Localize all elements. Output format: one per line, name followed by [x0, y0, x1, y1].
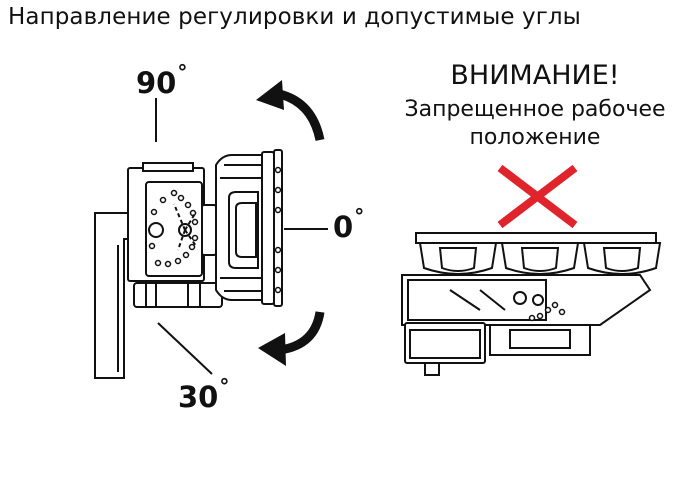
- hole: [558, 308, 566, 316]
- arrow-head: [258, 333, 286, 366]
- forbidden-cross-icon: [497, 164, 578, 229]
- hole: [188, 243, 196, 251]
- leader-line-30: [157, 322, 213, 375]
- hole: [544, 306, 552, 314]
- hole: [528, 314, 536, 322]
- rotation-arrow-down: [258, 311, 325, 366]
- hole: [191, 234, 199, 242]
- degree-sign: °: [177, 60, 188, 84]
- angle-label-30: 30°: [178, 374, 229, 414]
- hole: [177, 194, 185, 202]
- hinge-yoke: [201, 204, 217, 256]
- guide: [173, 203, 186, 231]
- angle-value: 0: [333, 210, 354, 244]
- pivot-bolt-left: [148, 222, 164, 238]
- hole: [182, 251, 190, 259]
- bolt: [274, 246, 282, 254]
- lamp-inner: [438, 247, 478, 272]
- box-lid: [142, 162, 194, 172]
- mount-plate: [415, 232, 657, 244]
- hole: [174, 257, 182, 265]
- cable-gland: [133, 282, 223, 308]
- hole: [189, 209, 197, 217]
- warning-subtitle: Запрещенное рабочее положение: [390, 96, 680, 152]
- bolt: [274, 266, 282, 274]
- housing-window: [509, 329, 571, 349]
- angle-value: 30: [178, 380, 219, 414]
- arrow-shaft: [279, 311, 325, 355]
- lamp-inner: [520, 247, 560, 272]
- hole: [150, 208, 158, 216]
- cable-gland: [424, 362, 440, 376]
- rotation-arrow-up: [256, 80, 325, 142]
- bolt: [274, 166, 282, 174]
- hole: [170, 189, 178, 197]
- angle-guides: [173, 203, 197, 251]
- pivot-bolt: [532, 294, 544, 306]
- adjust-holes: [528, 301, 566, 322]
- luminaire-inverted-view: [401, 232, 662, 376]
- pivot-bolt: [513, 291, 527, 305]
- page-title: Направление регулировки и допустимые угл…: [8, 4, 581, 30]
- bolt: [274, 186, 282, 194]
- warning-line-2: положение: [469, 125, 601, 150]
- hole: [159, 196, 167, 204]
- recess-inner: [235, 202, 257, 258]
- hole: [164, 260, 172, 268]
- guide: [177, 229, 186, 251]
- arrow-head: [256, 80, 284, 110]
- frame-strut: [479, 289, 506, 311]
- guide: [184, 229, 197, 247]
- degree-sign: °: [354, 204, 365, 228]
- guide: [184, 211, 197, 231]
- lens-front: [273, 149, 283, 307]
- hole: [536, 312, 544, 320]
- hole: [154, 259, 162, 267]
- warning-line-1: Запрещенное рабочее: [404, 97, 666, 122]
- bolt: [274, 286, 282, 294]
- angle-label-90: 90°: [136, 60, 187, 100]
- lamp-modules: [418, 242, 662, 275]
- degree-sign: °: [219, 374, 230, 398]
- cross-stroke: [497, 164, 578, 229]
- lens-ring: [261, 151, 275, 305]
- lens-bolts: [274, 166, 282, 294]
- warning-title: ВНИМАНИЕ!: [450, 60, 620, 91]
- luminaire-side-view: [94, 98, 328, 379]
- bolt: [274, 206, 282, 214]
- frame-strut: [449, 289, 481, 311]
- hole: [184, 201, 192, 209]
- angle-value: 90: [136, 66, 177, 100]
- lamp-inner: [602, 247, 642, 272]
- angle-label-0: 0°: [333, 204, 364, 244]
- hole: [191, 218, 199, 226]
- hole: [148, 242, 156, 250]
- driver-panel: [409, 329, 481, 359]
- hole: [551, 301, 559, 309]
